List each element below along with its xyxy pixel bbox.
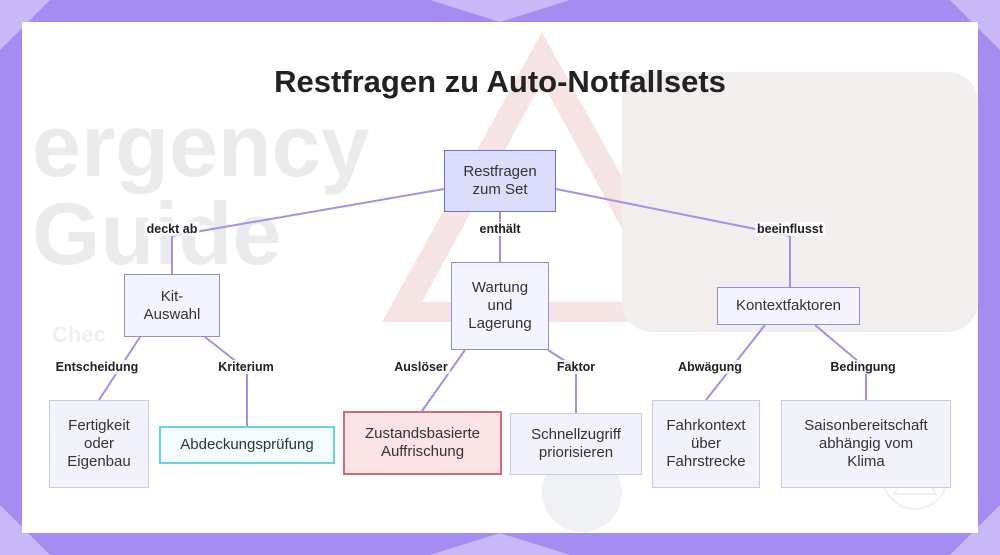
node-text-line: Restfragen <box>463 163 536 181</box>
node-text-line: und <box>468 297 531 315</box>
node-text-line: Kontextfaktoren <box>736 297 841 315</box>
node-text-line: Saisonbereitschaft <box>804 417 927 435</box>
edge-label-bedingung: Bedingung <box>828 360 897 374</box>
node-text-line: Klima <box>804 453 927 471</box>
node-text-line: zum Set <box>463 181 536 199</box>
edge-label-ausloeser: Auslöser <box>392 360 450 374</box>
node-text-line: Auffrischung <box>365 443 480 461</box>
node-text-line: über <box>666 435 745 453</box>
node-text-line: Lagerung <box>468 315 531 333</box>
node-text-line: Fahrkontext <box>666 417 745 435</box>
edge-label-kriterium: Kriterium <box>216 360 276 374</box>
node-text-line: priorisieren <box>531 444 621 462</box>
edge-label-beeinflusst: beeinflusst <box>755 222 825 236</box>
node-kontextfaktoren: Kontextfaktoren <box>717 287 860 325</box>
node-text-line: Wartung <box>468 279 531 297</box>
node-text-line: Kit- <box>144 288 201 306</box>
node-text-line: Schnellzugriff <box>531 426 621 444</box>
node-text-line: Eigenbau <box>67 453 130 471</box>
node-text-line: oder <box>67 435 130 453</box>
node-text-line: Auswahl <box>144 306 201 324</box>
edge-label-abwaegung: Abwägung <box>676 360 744 374</box>
edge-label-entscheidung: Entscheidung <box>54 360 141 374</box>
edge-label-deckt-ab: deckt ab <box>145 222 200 236</box>
node-text-line: Abdeckungsprüfung <box>180 436 313 454</box>
node-kit-auswahl: Kit-Auswahl <box>124 274 220 337</box>
edge-label-enthaelt: enthält <box>478 222 523 236</box>
node-text-line: Zustandsbasierte <box>365 425 480 443</box>
diagram-title: Restfragen zu Auto-Notfallsets <box>0 64 1000 100</box>
node-text-line: Fertigkeit <box>67 417 130 435</box>
node-text-line: Fahrstrecke <box>666 453 745 471</box>
node-text-line: abhängig vom <box>804 435 927 453</box>
edge-label-faktor: Faktor <box>555 360 597 374</box>
node-abdeckungspruefung: Abdeckungsprüfung <box>159 426 335 464</box>
